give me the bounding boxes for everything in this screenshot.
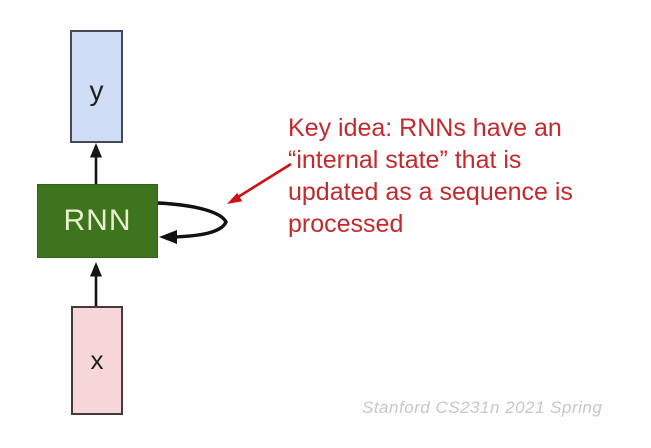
key-idea-line: updated as a sequence is	[288, 178, 573, 206]
watermark: Stanford CS231n 2021 Spring	[362, 398, 603, 417]
rnn-box: RNN	[37, 184, 158, 258]
key-idea-annotation: Key idea: RNNs have an “internal state” …	[288, 112, 573, 240]
key-idea-line: processed	[288, 210, 404, 238]
rnn-self-loop-arrow-icon	[156, 201, 228, 244]
arrow-rnn-to-y-icon	[90, 143, 102, 184]
output-box-y-label: y	[89, 74, 104, 106]
key-idea-line: Key idea: RNNs have an	[288, 114, 562, 142]
input-box-x-label: x	[90, 345, 104, 375]
rnn-box-label: RNN	[63, 204, 132, 237]
annotation-pointer-arrow-icon	[227, 162, 292, 204]
output-box-y: y	[70, 30, 123, 143]
key-idea-line: “internal state” that is	[288, 146, 522, 174]
input-box-x: x	[71, 306, 123, 415]
arrow-x-to-rnn-icon	[90, 262, 102, 306]
